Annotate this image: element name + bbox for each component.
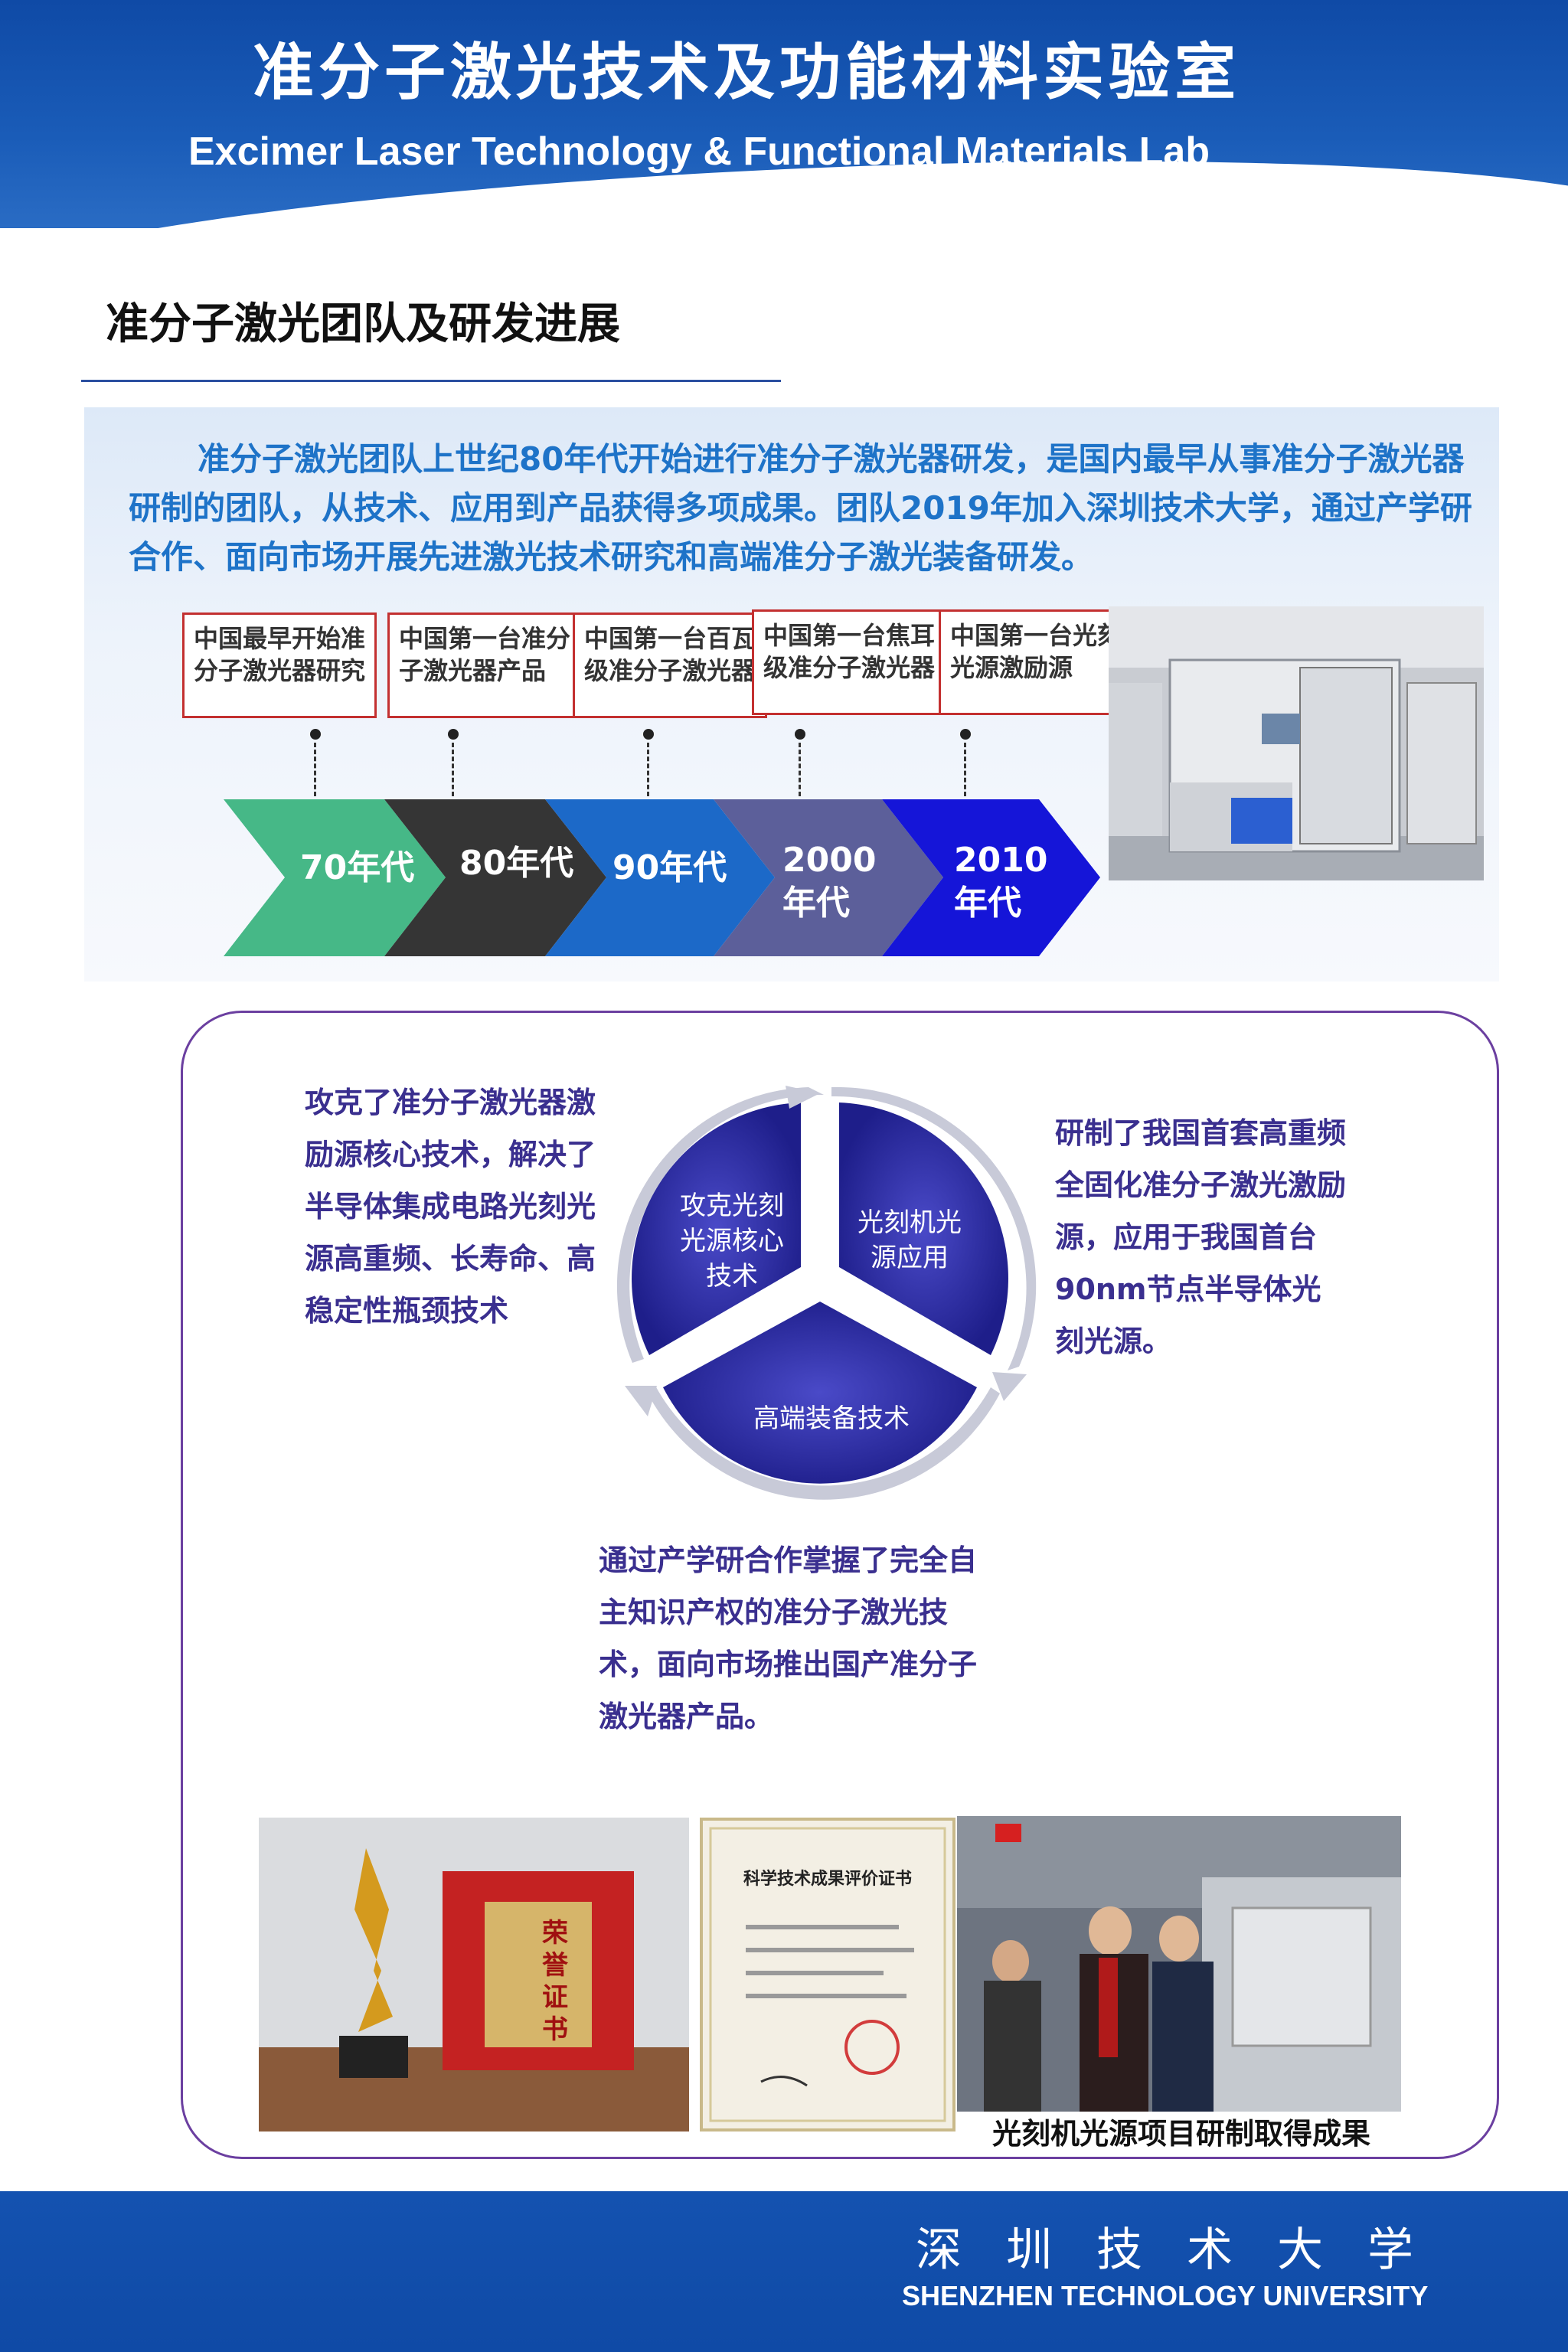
milestone-box: 中国第一台光刻光源激励源 [939, 609, 1133, 715]
timeline-dot [448, 729, 459, 740]
university-name-cn: 深圳技术大学 [916, 2223, 1458, 2277]
timeline-label-2010s: 2010 年代 [954, 841, 1048, 923]
university-name-en: SHENZHEN TECHNOLOGY UNIVERSITY [902, 2280, 1429, 2311]
cycle-label-right: 光刻机光 源应用 [858, 1207, 962, 1273]
timeline-dot [310, 729, 321, 740]
cycle-ring [616, 1086, 1037, 1500]
cycle-segment-right [839, 1102, 1008, 1355]
timeline-label-70s: 70年代 [300, 848, 415, 887]
timeline-connector [452, 743, 454, 796]
bottom-description: 通过产学研合作掌握了完全自主知识产权的准分子激光技术，面向市场推出国产准分子激光… [599, 1544, 978, 1733]
timeline-label-80s: 80年代 [459, 844, 574, 883]
timeline-chevrons [224, 799, 1100, 956]
timeline-connector [647, 743, 649, 796]
chevron-90s [545, 799, 775, 956]
trophy-honor-photo [259, 1818, 689, 2132]
timeline-label-2000s: 2000 年代 [782, 841, 877, 923]
photo-caption: 光刻机光源项目研制取得成果 [992, 2117, 1371, 2151]
milestone-box: 中国第一台百瓦级准分子激光器 [573, 612, 767, 718]
header-banner [0, 0, 1568, 228]
cycle-segment-bottom [663, 1302, 977, 1484]
timeline-dot [643, 729, 654, 740]
left-description: 攻克了准分子激光器激励源核心技术，解决了半导体集成电路光刻光源高重频、长寿命、高… [305, 1086, 596, 1328]
milestone-box: 中国第一台准分子激光器产品 [387, 612, 582, 718]
cycle-label-left: 攻克光刻 光源核心 技术 [680, 1191, 784, 1292]
timeline-connector [799, 743, 801, 796]
timeline-connector [964, 743, 966, 796]
certificate-photo [700, 1818, 956, 2132]
arrow-head-icon [786, 1086, 820, 1109]
section-divider [81, 380, 781, 382]
intro-text: 准分子激光团队上世纪80年代开始进行准分子激光器研发，是国内最早从事准分子激光器… [129, 440, 1472, 576]
chevron-2010s [882, 799, 1100, 956]
arrow-head-icon [625, 1386, 657, 1416]
chevron-70s [224, 799, 446, 956]
lab-title-en: Excimer Laser Technology & Functional Ma… [188, 129, 1210, 174]
lab-title-cn: 准分子激光技术及功能材料实验室 [253, 37, 1240, 108]
cycle-label-bottom: 高端装备技术 [753, 1403, 910, 1434]
certificate-title: 科学技术成果评价证书 [743, 1870, 912, 1889]
cycle-diagram [616, 1086, 1037, 1500]
honor-box-text: 荣誉证书 [542, 1918, 568, 2045]
cycle-segment-left [632, 1102, 801, 1355]
milestone-box: 中国最早开始准分子激光器研究 [182, 612, 377, 718]
timeline-dot [795, 729, 805, 740]
milestone-box: 中国第一台焦耳级准分子激光器 [752, 609, 946, 715]
timeline-connector [314, 743, 316, 796]
arrow-head-icon [992, 1372, 1027, 1401]
chevron-80s [384, 799, 606, 956]
section-title: 准分子激光团队及研发进展 [106, 299, 620, 349]
right-description: 研制了我国首套高重频全固化准分子激光激励源，应用于我国首台90nm节点半导体光刻… [1055, 1116, 1347, 1358]
timeline-dot [960, 729, 971, 740]
timeline-label-90s: 90年代 [612, 848, 727, 887]
lab-equipment-photo [1109, 606, 1484, 880]
chevron-2000s [714, 799, 943, 956]
footer-banner [0, 2191, 1568, 2352]
visit-photo [957, 1816, 1401, 2112]
